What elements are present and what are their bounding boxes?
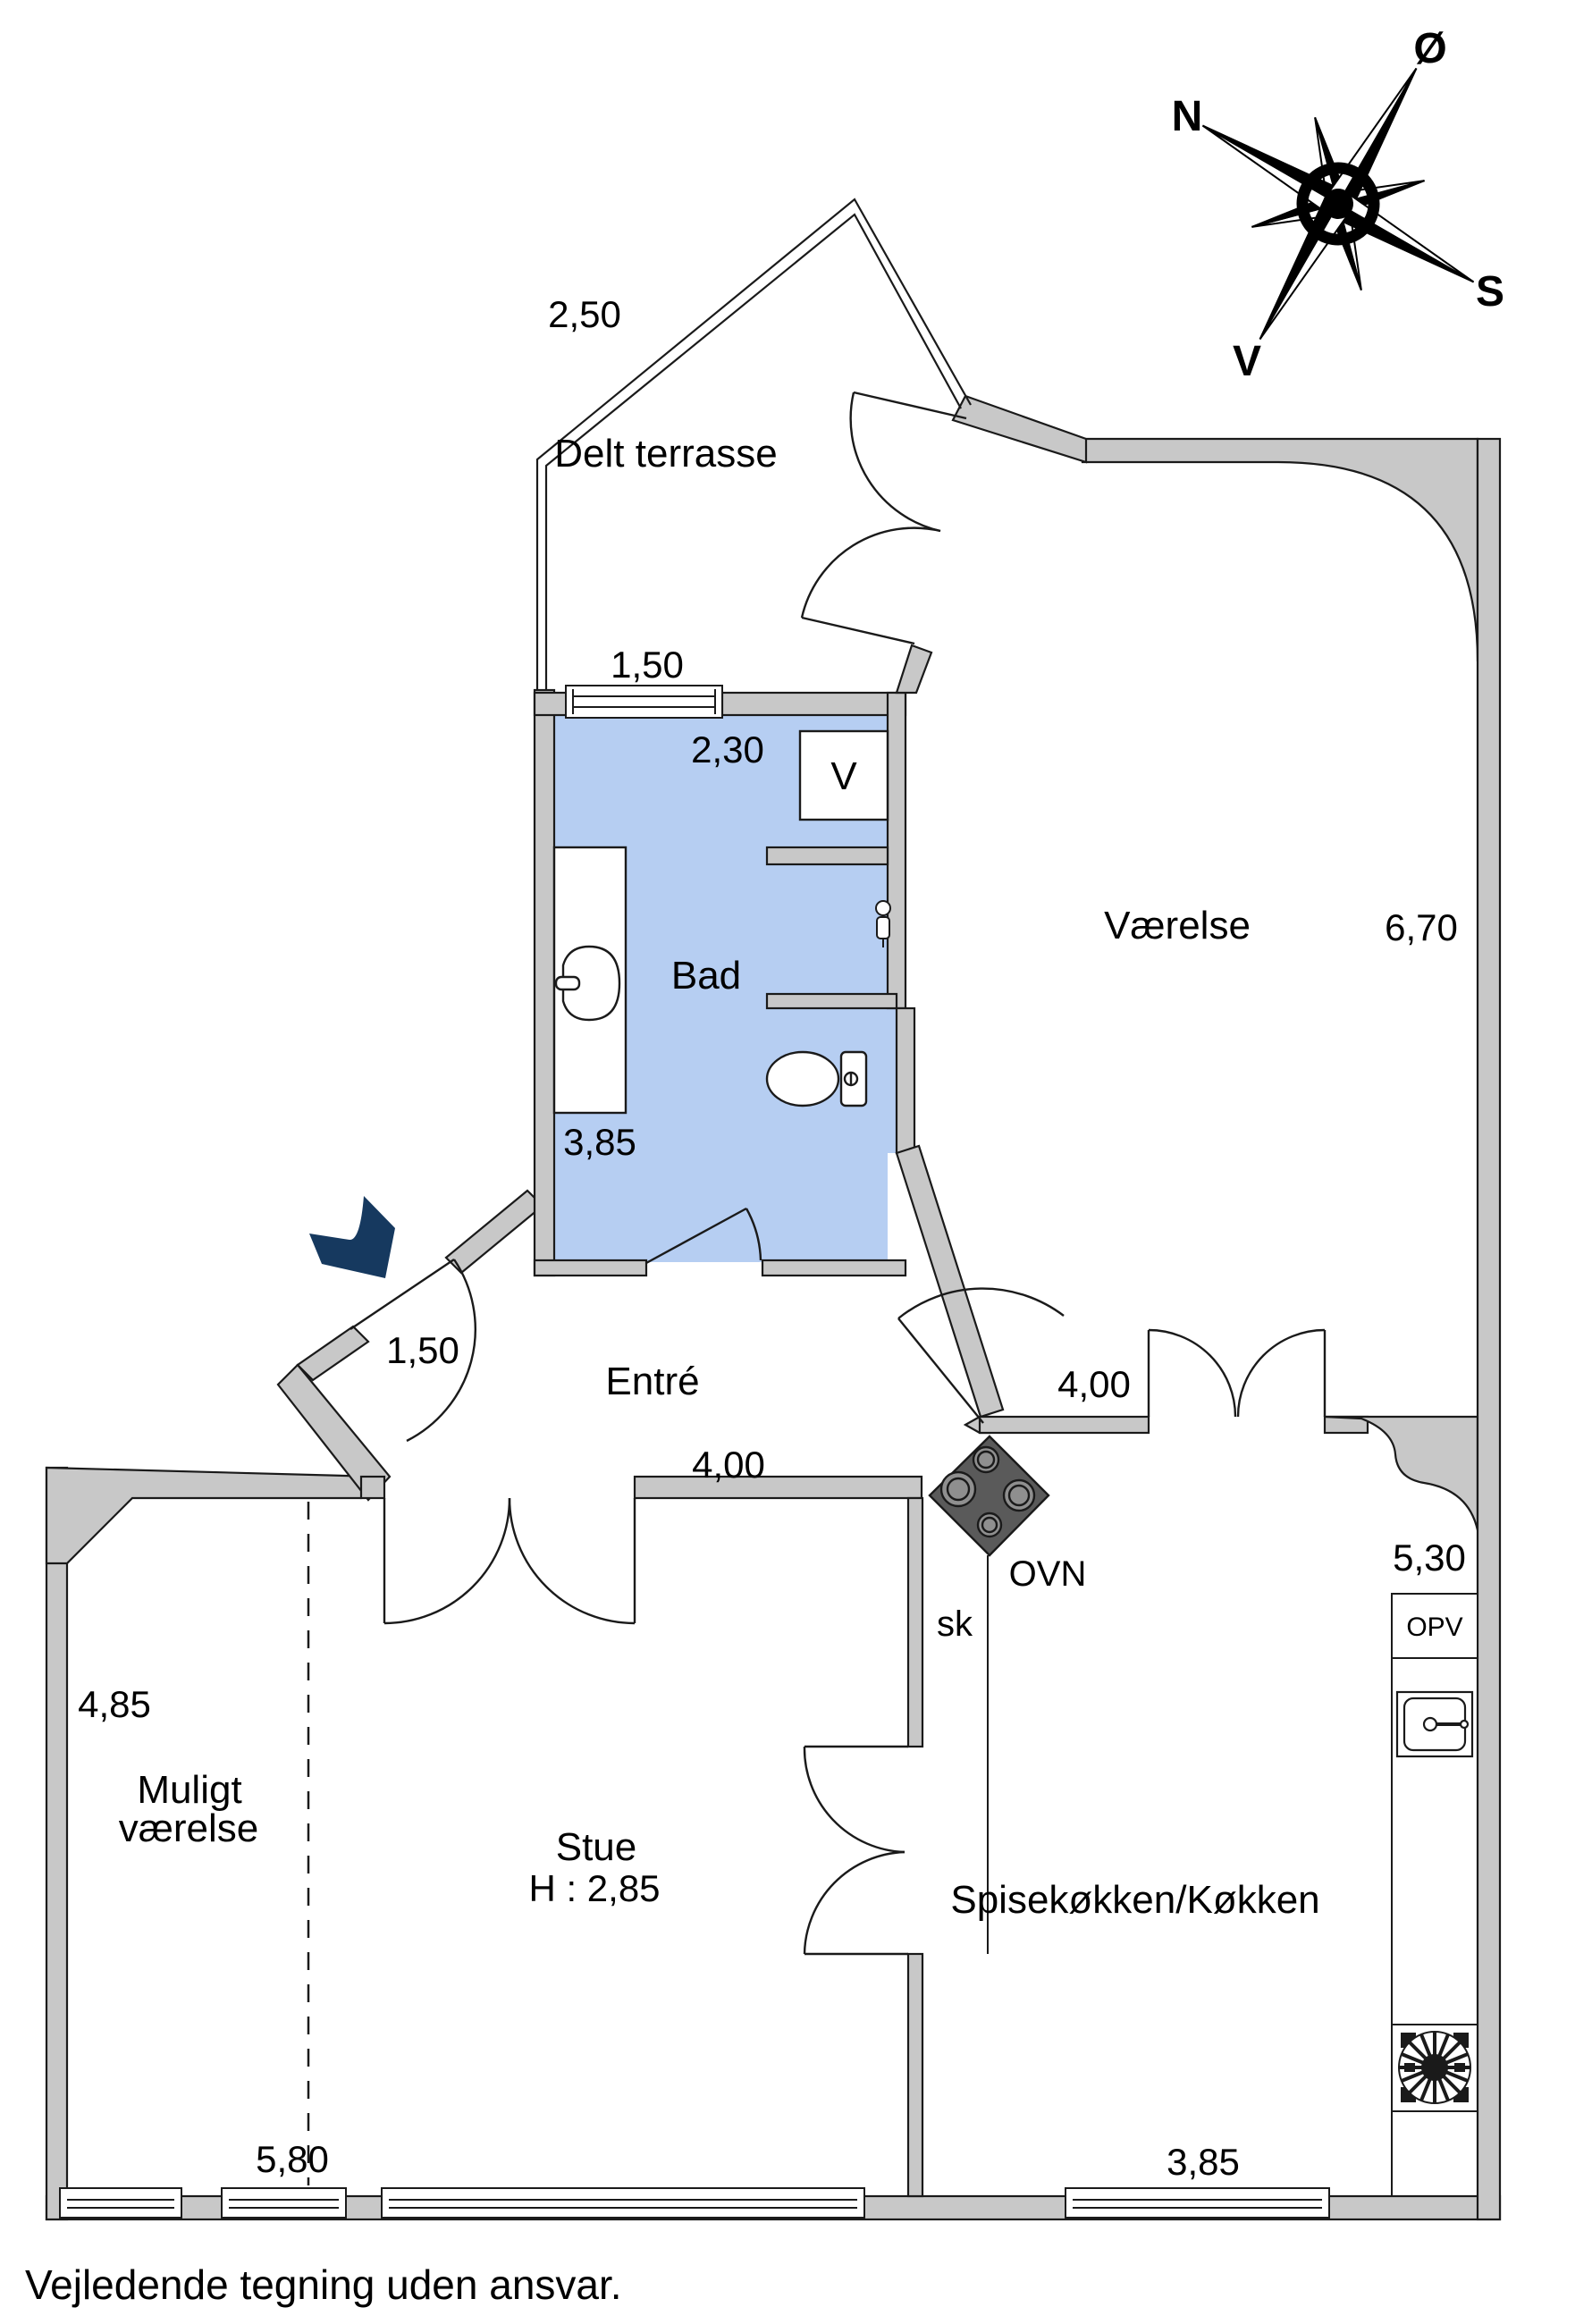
windows <box>59 685 1330 2219</box>
compass-rose: N Ø S V <box>1172 25 1504 385</box>
wall-bath-south-right <box>761 1259 907 1277</box>
dim-terrace-width: 2,50 <box>548 293 621 335</box>
label-closet: sk <box>937 1604 973 1644</box>
room-labels: Delt terrasse Bad Værelse Entré Muligt v… <box>119 432 1463 1922</box>
bath-door <box>645 1207 762 1265</box>
label-living: Stue <box>556 1825 637 1869</box>
label-kitchen: Spisekøkken/Køkken <box>950 1878 1319 1922</box>
dim-bath-window: 1,50 <box>611 644 684 686</box>
doors <box>350 391 1327 1956</box>
wall-bath-partition-lower <box>765 992 898 1010</box>
dim-entry-width: 4,00 <box>692 1444 765 1486</box>
interior-lines <box>307 1502 1478 2196</box>
terrace-railing <box>535 198 972 690</box>
disclaimer-text: Vejledende tegning uden ansvar. <box>25 2261 622 2308</box>
wall-terrace-diagonal <box>951 394 1088 464</box>
label-bath: Bad <box>671 954 741 998</box>
dim-living-width: 5,80 <box>256 2138 329 2180</box>
wall-bath-east <box>886 691 907 1010</box>
wall-room-top <box>1081 437 1479 662</box>
wall-stue-kitchen-upper <box>906 1496 924 1748</box>
label-washer: V <box>830 754 857 798</box>
wall-bath-partition-upper <box>765 846 889 866</box>
compass-s: S <box>1476 268 1504 316</box>
window-kitchen <box>1065 2187 1330 2219</box>
dim-kitchen-top: 4,00 <box>1057 1363 1131 1405</box>
label-room: Værelse <box>1104 904 1251 947</box>
wall-entry-south <box>633 1475 923 1500</box>
wall-kitchen-corner-curve <box>1324 1415 1479 1531</box>
compass-v: V <box>1233 338 1261 385</box>
label-oven: OVN <box>1009 1554 1087 1594</box>
wall-bath-west <box>533 688 556 1277</box>
terrace-doors <box>800 391 967 645</box>
dim-entry-door: 1,50 <box>386 1329 459 1371</box>
label-possible-room-1: Muligt <box>137 1768 241 1812</box>
compass-n: N <box>1172 93 1203 140</box>
dim-bath-depth: 3,85 <box>563 1121 636 1163</box>
wall-entry-south-left-stub <box>359 1475 386 1500</box>
toilet <box>765 1050 868 1107</box>
wall-entry-diagonal-lower <box>276 1363 392 1502</box>
entrance-arrow-icon <box>309 1196 395 1278</box>
wall-toilet-nook <box>895 1006 916 1155</box>
wall-right <box>1476 437 1502 2221</box>
dim-possible-room-depth: 4,85 <box>78 1683 151 1725</box>
bath-sink <box>552 846 628 1115</box>
dishwasher-box <box>1391 1593 1478 1659</box>
wall-entry-post <box>296 1325 370 1382</box>
dim-kitchen-right: 5,30 <box>1393 1537 1466 1579</box>
wall-stue-kitchen-lower <box>906 1952 924 2198</box>
living-double-doors <box>383 1497 636 1625</box>
wall-bath-north <box>720 691 907 717</box>
bath-window <box>565 685 723 719</box>
wall-entry-diagonal-upper <box>444 1189 544 1275</box>
extractor-fan <box>1398 2031 1471 2104</box>
label-possible-room-2: værelse <box>119 1806 259 1850</box>
dim-bath-width-top: 2,30 <box>691 728 764 770</box>
washing-machine <box>798 729 889 821</box>
dimension-labels: 2,50 1,50 2,30 6,70 3,85 1,50 4,00 4,00 … <box>78 293 1466 2183</box>
stue-kitchen-double-doors <box>803 1745 908 1956</box>
label-entry: Entré <box>605 1360 699 1403</box>
window-bottom-3 <box>381 2187 865 2219</box>
walls <box>45 394 1502 2221</box>
dim-room-depth: 6,70 <box>1385 906 1458 948</box>
wall-hall-diagonal <box>895 1144 1005 1419</box>
label-terrace: Delt terrasse <box>554 432 777 476</box>
kitchen-double-doors <box>1147 1328 1327 1418</box>
wall-bath-south-left <box>533 1259 648 1277</box>
label-dishwasher: OPV <box>1406 1612 1462 1642</box>
kitchen-sink <box>1395 1690 1474 1758</box>
dim-kitchen-width: 3,85 <box>1167 2141 1240 2183</box>
window-bottom-1 <box>59 2187 182 2219</box>
room-door <box>897 1287 1065 1424</box>
compass-e: Ø <box>1413 25 1446 72</box>
wall-top-left-room <box>45 1466 382 1565</box>
shower-icon <box>875 900 891 947</box>
wall-kitchen-north <box>978 1415 1150 1435</box>
wall-terrace-door-stub <box>895 644 933 695</box>
wall-left <box>45 1466 69 2221</box>
window-bottom-2 <box>221 2187 347 2219</box>
stove <box>928 1435 1050 1557</box>
label-living-height: H : 2,85 <box>528 1867 660 1909</box>
entrance-door <box>350 1259 476 1443</box>
